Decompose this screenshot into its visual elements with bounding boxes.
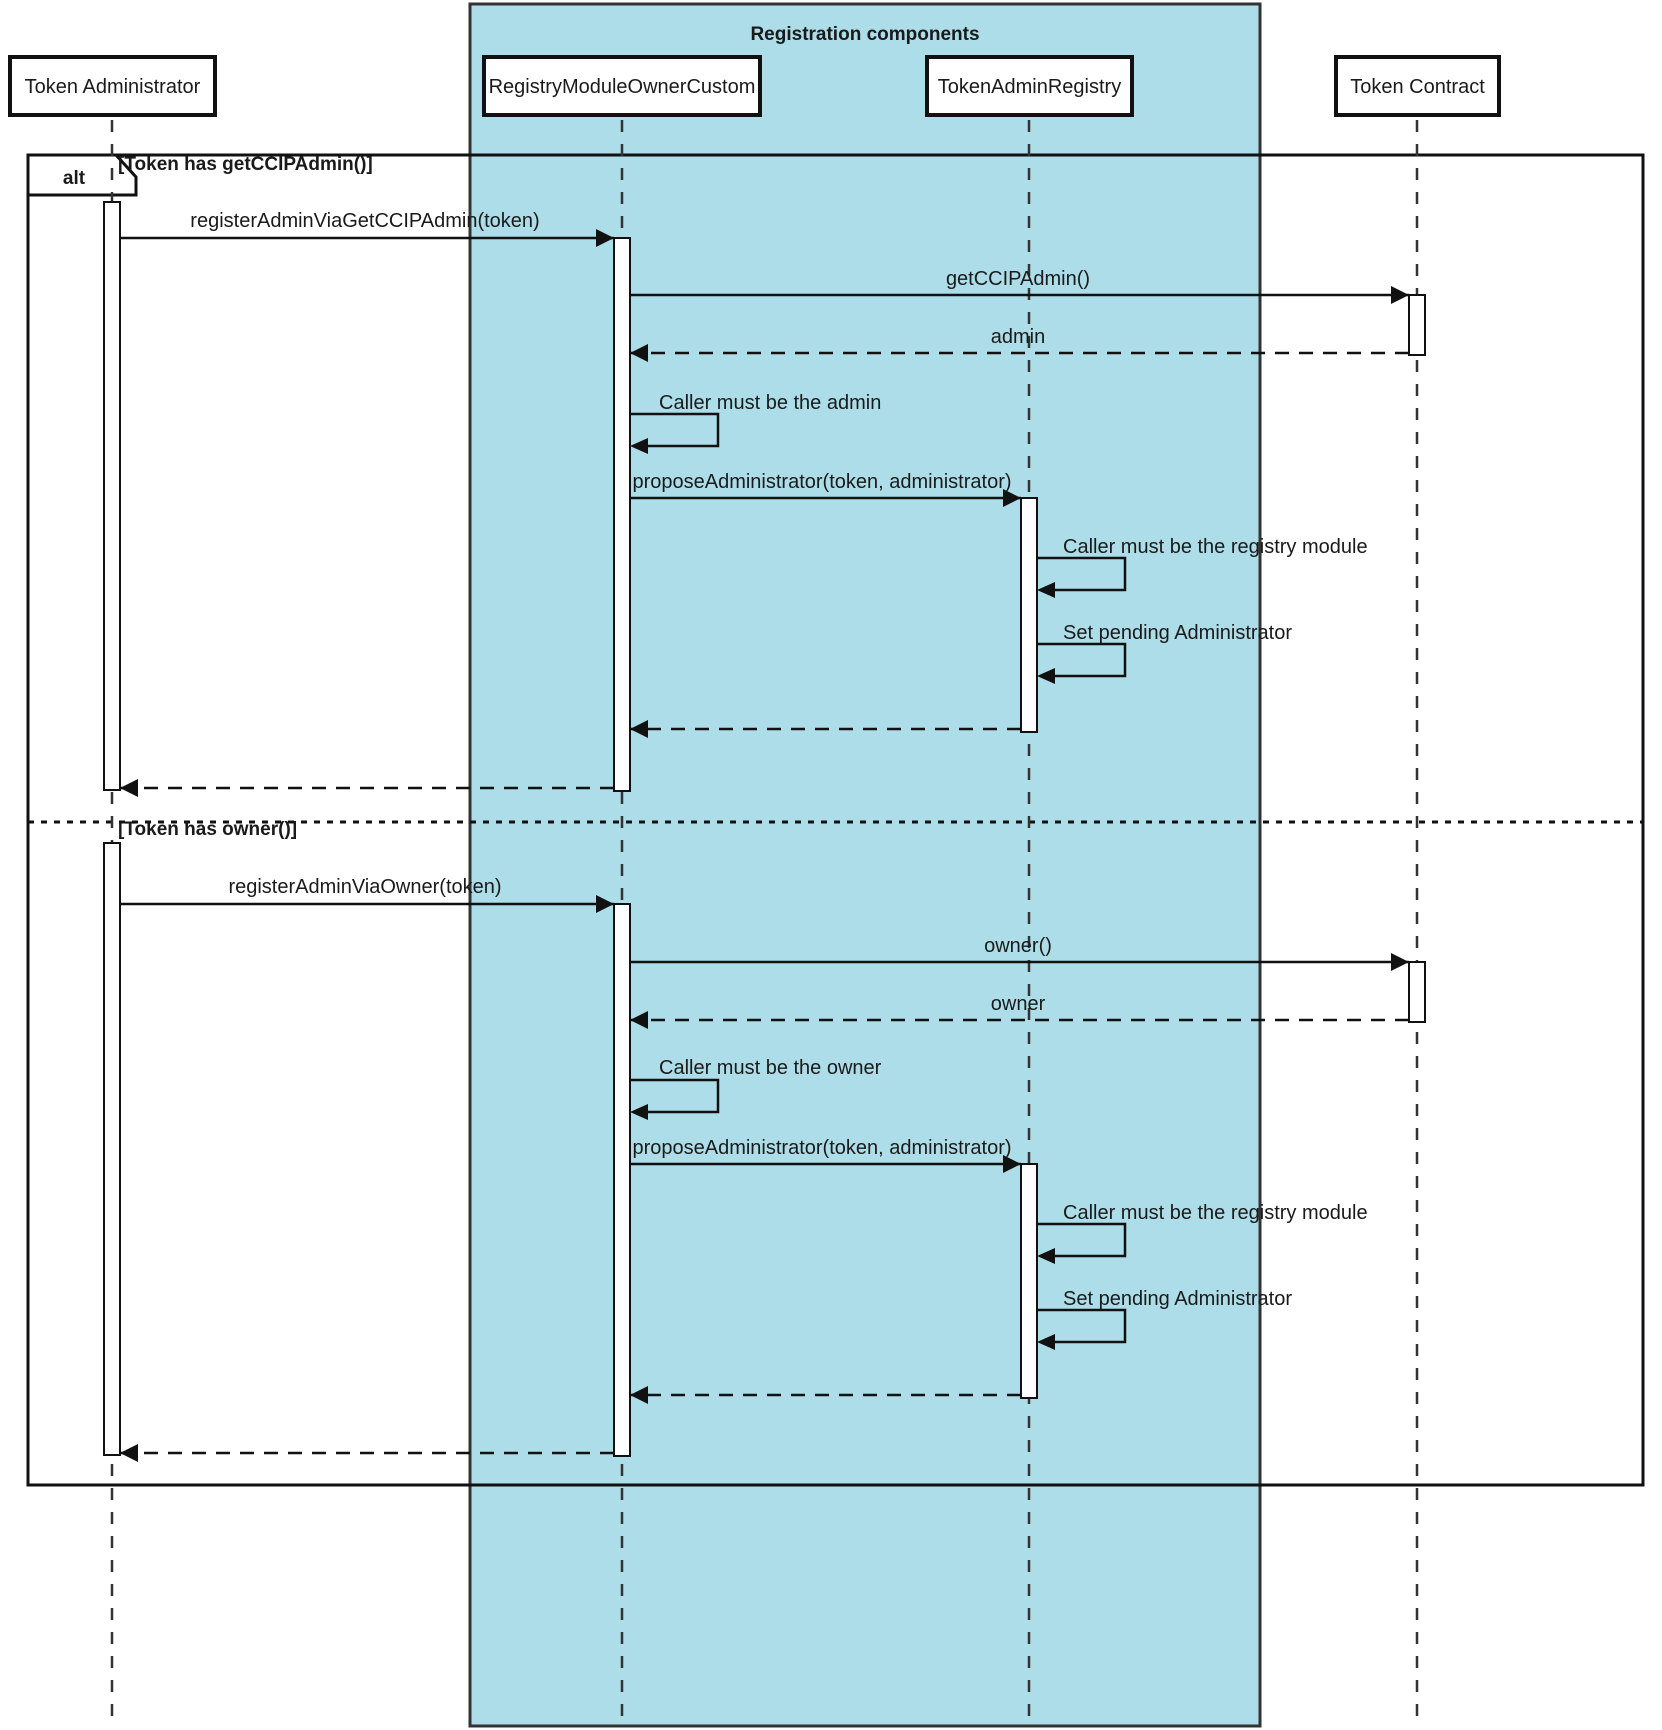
message-arrowhead-m17 xyxy=(630,1386,648,1404)
message-m11: owner() xyxy=(630,935,1409,971)
message-arrowhead-m9 xyxy=(120,779,138,797)
participant-box-tar[interactable] xyxy=(925,55,1134,117)
message-m8 xyxy=(630,720,1021,738)
message-label-m6: Caller must be the registry module xyxy=(1063,536,1368,558)
alt-fragment-layer: alt [Token has getCCIPAdmin()] [Token has … xyxy=(26,153,1645,1487)
message-arrowhead-m2 xyxy=(1391,286,1409,304)
self-message-path-m6 xyxy=(1037,556,1127,592)
message-arrowhead-m14 xyxy=(1003,1155,1021,1173)
self-message-path-m13 xyxy=(630,1078,720,1114)
message-arrowhead-m11 xyxy=(1391,953,1409,971)
self-message-path-m15 xyxy=(1037,1222,1127,1258)
message-label-m5: proposeAdministrator(token, administrato… xyxy=(632,471,1011,493)
participant-box-layer: Token Administrator RegistryModuleOwnerCu… xyxy=(8,55,1501,117)
self-message-path-m4 xyxy=(630,412,720,448)
participant-box-token[interactable] xyxy=(1334,55,1501,117)
activation-bar-tar-3 xyxy=(1020,497,1038,733)
message-label-m11: owner() xyxy=(984,935,1052,957)
participant-label-token: Token Contract xyxy=(1350,76,1485,98)
message-m10: registerAdminViaOwner(token) xyxy=(120,876,614,913)
message-arrowhead-m12 xyxy=(630,1011,648,1029)
message-label-m14: proposeAdministrator(token, administrato… xyxy=(632,1137,1011,1159)
message-m15: Caller must be the registry module xyxy=(1037,1202,1368,1264)
participant-label-registry: RegistryModuleOwnerCustom xyxy=(489,76,756,98)
message-arrowhead-m18 xyxy=(120,1444,138,1462)
message-arrowhead-m5 xyxy=(1003,489,1021,507)
message-arrowhead-m10 xyxy=(596,895,614,913)
activation-bar-token-6 xyxy=(1408,961,1426,1023)
message-m14: proposeAdministrator(token, administrato… xyxy=(630,1137,1021,1173)
message-m6: Caller must be the registry module xyxy=(1037,536,1368,598)
self-message-arrowhead-m6 xyxy=(1037,582,1055,598)
alt-guard-1: [Token has owner()] xyxy=(118,819,297,840)
participant-label-tar: TokenAdminRegistry xyxy=(938,76,1121,98)
activation-bar-admin-0 xyxy=(103,201,121,791)
message-m16: Set pending Administrator xyxy=(1037,1288,1292,1350)
activation-bar-admin-4 xyxy=(103,842,121,1456)
self-message-arrowhead-m13 xyxy=(630,1104,648,1120)
message-label-m13: Caller must be the owner xyxy=(659,1057,882,1079)
activation-bar-layer xyxy=(103,201,1426,1457)
message-label-m10: registerAdminViaOwner(token) xyxy=(228,876,501,898)
message-arrowhead-m3 xyxy=(630,344,648,362)
activation-bar-registry-5 xyxy=(613,903,631,1457)
participant-box-registry[interactable] xyxy=(482,55,762,117)
message-label-m12: owner xyxy=(991,993,1046,1015)
message-m18 xyxy=(120,1444,614,1462)
activation-bar-registry-1 xyxy=(613,237,631,792)
message-m1: registerAdminViaGetCCIPAdmin(token) xyxy=(120,210,614,247)
self-message-arrowhead-m7 xyxy=(1037,668,1055,684)
self-message-arrowhead-m15 xyxy=(1037,1248,1055,1264)
self-message-path-m7 xyxy=(1037,642,1127,678)
message-label-m3: admin xyxy=(991,326,1045,348)
message-layer: registerAdminViaGetCCIPAdmin(token) getCC… xyxy=(120,210,1409,1462)
message-m17 xyxy=(630,1386,1021,1404)
self-message-arrowhead-m4 xyxy=(630,438,648,454)
message-label-m16: Set pending Administrator xyxy=(1063,1288,1292,1310)
activation-bar-token-2 xyxy=(1408,294,1426,356)
group-box-title: Registration components xyxy=(750,24,979,45)
participant-box-admin[interactable] xyxy=(8,55,217,117)
message-arrowhead-m1 xyxy=(596,229,614,247)
message-m5: proposeAdministrator(token, administrato… xyxy=(630,471,1021,507)
message-m2: getCCIPAdmin() xyxy=(630,268,1409,304)
message-m13: Caller must be the owner xyxy=(630,1057,882,1120)
participant-label-admin: Token Administrator xyxy=(25,76,201,98)
message-m9 xyxy=(120,779,614,797)
self-message-path-m16 xyxy=(1037,1308,1127,1344)
self-message-arrowhead-m16 xyxy=(1037,1334,1055,1350)
message-label-m1: registerAdminViaGetCCIPAdmin(token) xyxy=(190,210,539,232)
message-label-m7: Set pending Administrator xyxy=(1063,622,1292,644)
alt-guard-0: [Token has getCCIPAdmin()] xyxy=(118,154,373,175)
message-label-m2: getCCIPAdmin() xyxy=(946,268,1090,290)
message-arrowhead-m8 xyxy=(630,720,648,738)
message-m7: Set pending Administrator xyxy=(1037,622,1292,684)
message-m3: admin xyxy=(630,326,1409,362)
message-label-m4: Caller must be the admin xyxy=(659,392,881,414)
alt-fragment-frame xyxy=(26,153,1645,1487)
message-label-m15: Caller must be the registry module xyxy=(1063,1202,1368,1224)
group-box-layer: Registration components xyxy=(468,2,1262,1728)
message-m12: owner xyxy=(630,993,1409,1029)
message-m4: Caller must be the admin xyxy=(630,392,881,454)
alt-operator-tab xyxy=(26,153,138,197)
activation-bar-tar-7 xyxy=(1020,1163,1038,1399)
alt-operator-label: alt xyxy=(63,168,86,189)
group-box-registration-components xyxy=(468,2,1262,1728)
